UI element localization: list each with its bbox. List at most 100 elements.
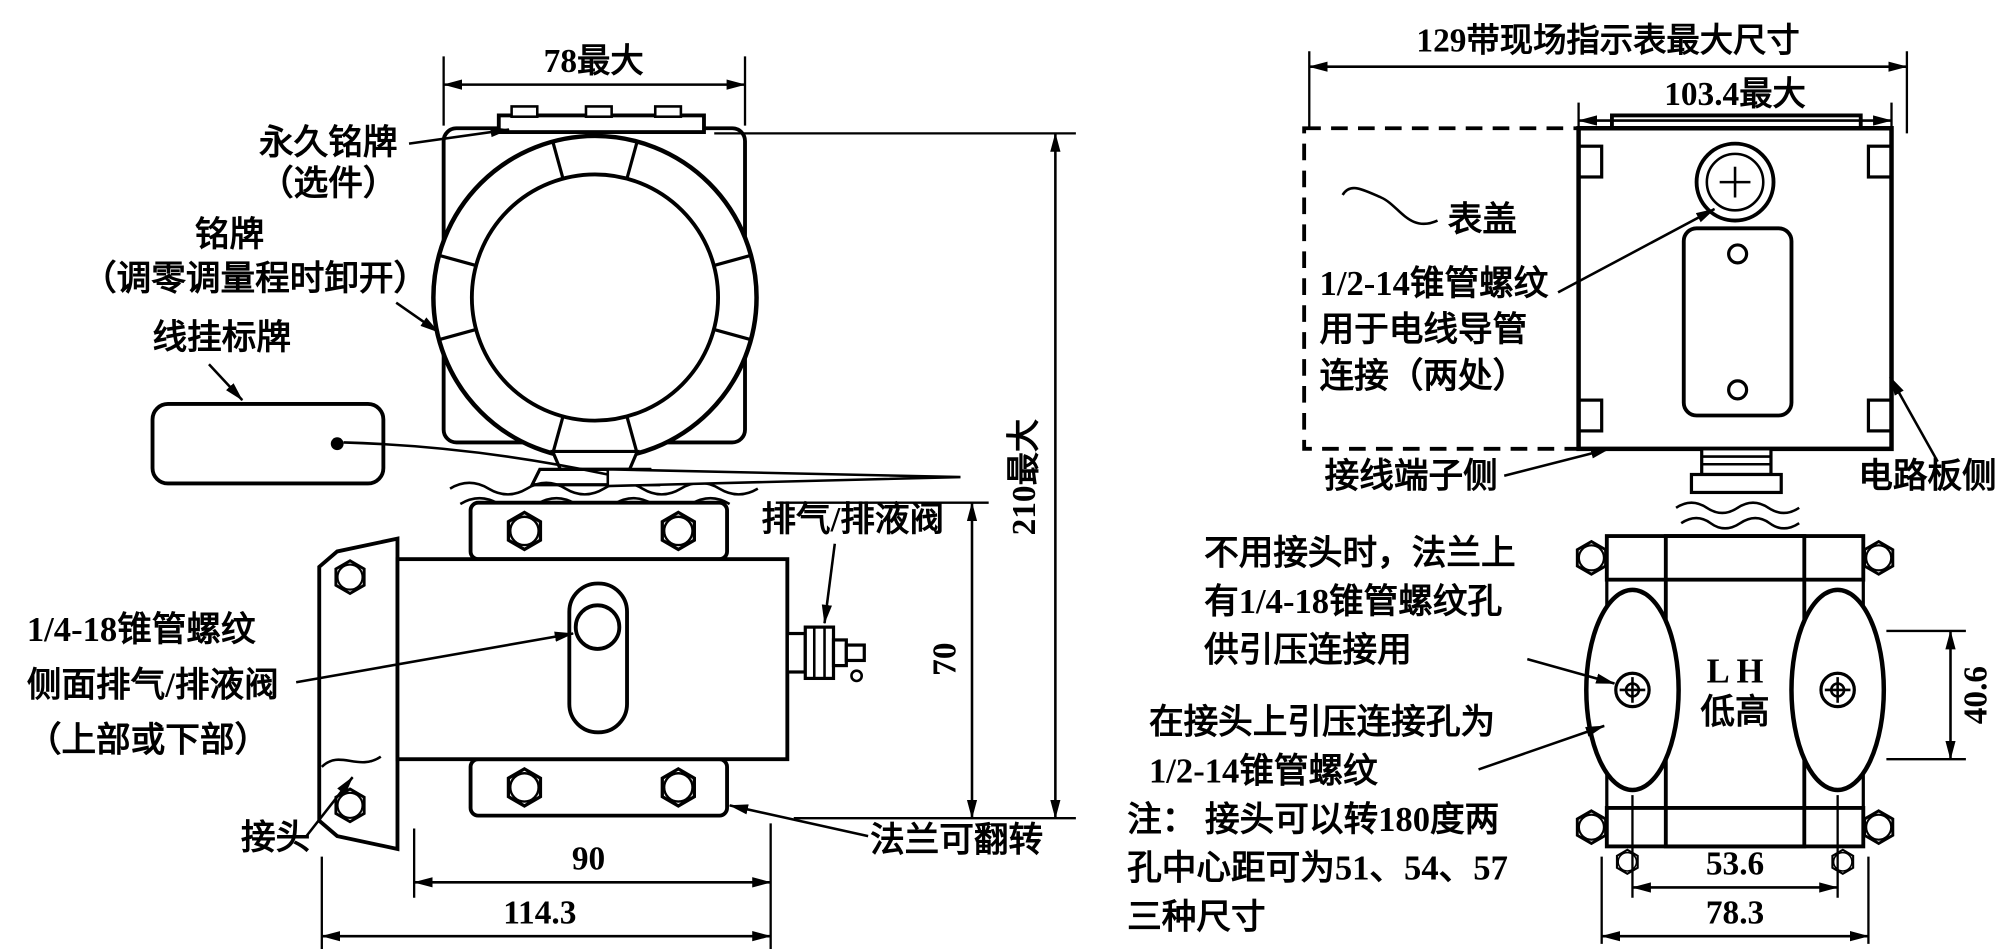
label-side-vent-line2: 侧面排气/排液阀 [27,666,279,704]
hex-bolt [506,510,543,552]
marking-lh-caption: 低高 [1700,693,1769,731]
hex-bolt [1575,809,1608,845]
label-nameplate-line1: 铭牌 [195,216,264,254]
flange-center-block [1663,534,1807,849]
leader-conduit [1557,207,1716,294]
label-hanging-tag: 线挂标牌 [153,319,291,357]
valve-neck [831,638,848,668]
leader-adapter-hole [1478,724,1606,771]
pressure-port-left [1614,671,1651,709]
dim-flange-width-text: 78.3 [1706,894,1764,931]
dim-port-spacing-text: 53.6 [1706,846,1764,883]
cap-bump [653,105,683,118]
hex-bolt [660,510,696,552]
housing-face [469,172,721,423]
leader-permanent-nameplate [408,127,510,145]
adapter-block [317,536,400,852]
dim-flange-width: 78.3 [1600,856,1870,944]
dim-width-max: 103.4最大 [1577,76,1893,129]
label-flange-hole-line2: 有1/4-18锥管螺纹孔 [1204,583,1502,621]
label-adapter: 接头 [241,819,310,857]
hex-bolt [1831,848,1855,875]
hex-bolt [1575,540,1608,576]
dim-width-total-text: 114.3 [503,894,576,931]
dim-width-max-text: 103.4最大 [1664,76,1806,113]
label-flange-reversible: 法兰可翻转 [870,822,1043,860]
dim-width-top-text: 78最大 [544,43,644,80]
label-side-vent-line1: 1/4-18锥管螺纹 [27,611,256,649]
flange-top-plate [1604,534,1866,582]
pressure-port-right [1819,671,1856,709]
note-line2: 孔中心距可为51、54、57 [1127,850,1508,888]
housing-outer-ring [431,133,759,462]
transmitter-housing [431,105,961,512]
leader-indicator-cover [1341,186,1439,226]
label-conduit-line1: 1/2-14锥管螺纹 [1320,265,1549,303]
label-adapter-hole-line2: 1/2-14锥管螺纹 [1149,752,1378,790]
label-nameplate-line2: （调零调量程时卸开） [82,259,428,298]
valve-tip [844,643,866,663]
hex-bolt [1863,809,1895,845]
note-line1: 注： 接头可以转180度两 [1127,801,1499,839]
dim-width-flange-text: 90 [572,840,605,877]
dim-height-total-text: 210最大 [1006,419,1043,536]
dim-height-flange-text: 70 [926,643,963,676]
dim-height-total: 210最大 [714,132,1076,819]
side-view: L H 低高 表盖 1/2-14锥管螺纹 用于电线导管 连接（两处） 接线端子侧… [1127,22,1997,944]
gasket-wave-side-lower [1680,516,1800,530]
hex-bolt [1863,540,1895,576]
label-flange-hole-line3: 供引压连接用 [1203,632,1412,670]
leader-nameplate [395,301,440,334]
cap-bump [584,105,613,118]
dim-port-height-text: 40.6 [1957,666,1994,724]
mounting-tab [1866,144,1894,179]
process-body [395,500,790,818]
cover-screw [1727,243,1749,265]
leader-terminal-side [1503,447,1611,478]
cap-bump [510,105,539,118]
label-conduit-line3: 连接（两处） [1320,356,1528,395]
gasket-wave-side-upper [1675,501,1800,515]
leader-flange-reversible [728,804,869,838]
flange-bottom-plate [1604,806,1866,849]
neck-lower [1689,472,1783,495]
valve-stem [785,631,807,674]
label-permanent-nameplate-line1: 永久铭牌 [259,124,397,162]
dim-width-with-indicator-text: 129带现场指示表最大尺寸 [1416,22,1799,59]
label-adapter-hole-line1: 在接头上引压连接孔为 [1149,704,1495,742]
conduit-connection-outer [1694,141,1776,223]
label-permanent-nameplate-line2: （选件） [259,164,397,203]
hex-bolt [506,767,543,808]
valve-drip [850,669,863,683]
mounting-tab [1866,398,1894,433]
dim-port-height: 40.6 [1886,629,1994,761]
neck-thread [1675,447,1800,530]
label-indicator-cover: 表盖 [1448,201,1517,239]
tag-hole-dot [330,437,344,451]
housing-side [1576,113,1894,452]
bezel-notches [438,140,752,455]
hex-bolt [334,559,366,595]
label-terminal-side: 接线端子侧 [1325,457,1498,495]
label-side-vent-line3: （上部或下部） [27,721,269,760]
adapter-leader-squiggle [320,755,382,768]
hanging-tag [150,402,609,486]
dim-height-flange: 70 [775,501,1076,820]
mounting-tab [1576,398,1604,433]
mounting-tab [1576,144,1604,179]
conduit-connection-inner [1705,152,1765,212]
leader-side-vent [295,631,574,684]
hex-bolt [660,767,696,808]
leader-vent-valve [821,543,837,625]
side-vent-port [573,603,622,651]
dim-width-top: 78最大 [442,43,747,126]
leader-circuit-side [1889,376,1939,463]
neck-upper [1700,447,1773,477]
label-circuit-side: 电路板侧 [1858,457,1996,495]
tag-wire-needle [606,468,961,488]
dim-width-total: 114.3 [320,856,772,949]
tag-wire [343,441,609,476]
cover-screw [1727,379,1749,401]
